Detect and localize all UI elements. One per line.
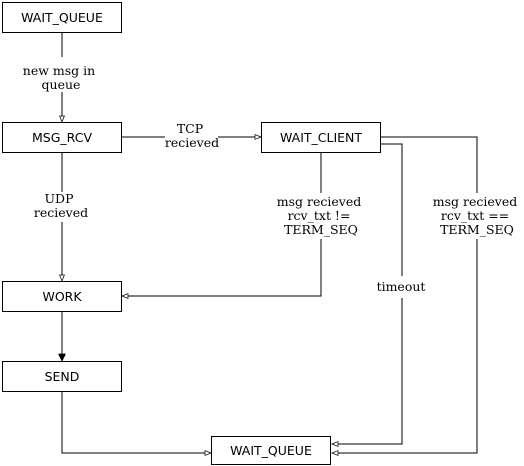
edge-label-new-msg: new msg in queue	[23, 63, 99, 92]
edge-wait-queue-to-msg-rcv: new msg in queue	[23, 33, 99, 122]
edge-send-to-wait-queue	[61, 392, 211, 453]
node-label: WAIT_QUEUE	[21, 10, 103, 25]
node-msg-rcv: MSG_RCV	[2, 122, 122, 153]
node-label: WAIT_CLIENT	[280, 130, 362, 145]
node-work: WORK	[2, 281, 122, 312]
edge-label-tcp: TCP recieved	[165, 121, 219, 150]
node-send: SEND	[2, 361, 122, 392]
node-wait-client: WAIT_CLIENT	[261, 122, 381, 153]
edge-wait-client-to-work: msg recieved rcv_txt != TERM_SEQ	[122, 152, 365, 296]
edge-label-msg-not-term: msg recieved rcv_txt != TERM_SEQ	[277, 194, 365, 237]
edge-wait-client-term: msg recieved rcv_txt == TERM_SEQ	[332, 136, 521, 453]
edge-msg-rcv-to-work: UDP recieved	[34, 152, 88, 281]
node-label: WAIT_QUEUE	[230, 443, 312, 458]
node-label: SEND	[45, 369, 80, 384]
edge-label-timeout: timeout	[377, 279, 426, 294]
node-label: MSG_RCV	[32, 130, 92, 145]
edge-wait-client-timeout: timeout	[332, 143, 426, 444]
edge-label-udp: UDP recieved	[34, 191, 88, 220]
node-label: WORK	[42, 289, 82, 304]
edge-msg-rcv-to-wait-client: TCP recieved	[121, 121, 261, 150]
edge-label-msg-term: msg recieved rcv_txt == TERM_SEQ	[433, 194, 521, 237]
node-wait-queue-top: WAIT_QUEUE	[2, 2, 122, 33]
node-wait-queue-bottom: WAIT_QUEUE	[211, 436, 331, 465]
